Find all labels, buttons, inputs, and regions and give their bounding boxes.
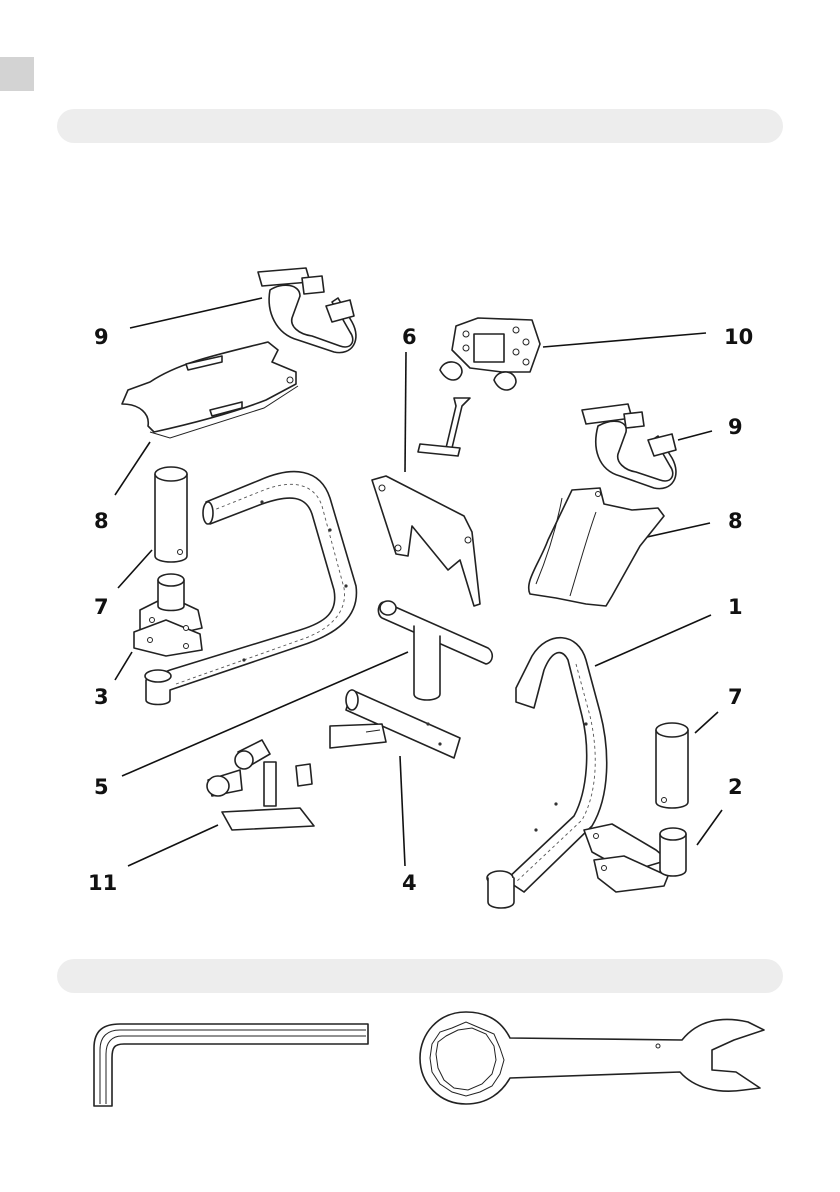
combination-spanner-icon: [420, 1012, 764, 1104]
hex-key-icon: [94, 1024, 368, 1106]
